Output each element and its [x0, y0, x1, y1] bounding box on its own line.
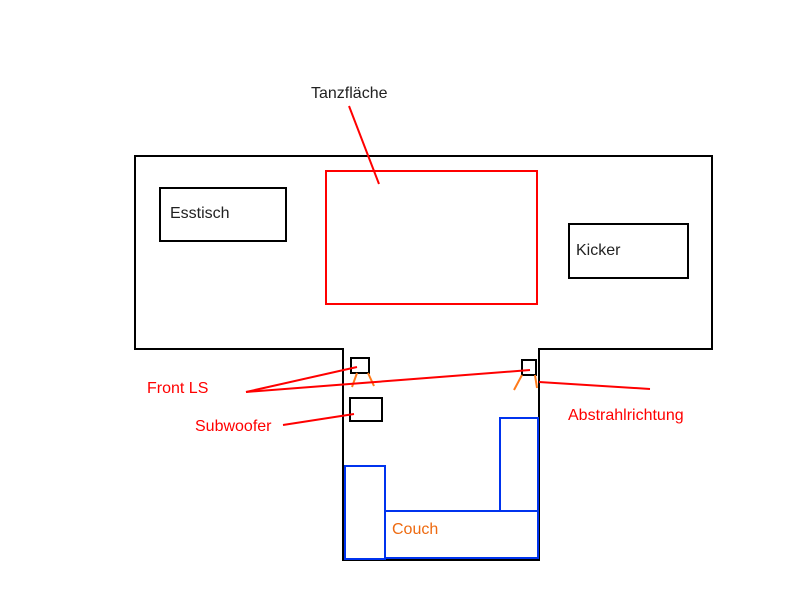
couch-left-segment	[344, 465, 386, 560]
dance-floor-label: Tanzfläche	[311, 85, 388, 102]
dance-floor	[325, 170, 538, 305]
subwoofer-pointer	[282, 413, 355, 426]
dining-table	[159, 187, 287, 242]
room-outline	[134, 155, 713, 561]
foosball-table	[568, 223, 689, 279]
front-speakers-pointer	[245, 366, 358, 393]
radiation-direction-label: Abstrahlrichtung	[568, 407, 684, 424]
dining-table-label: Esstisch	[170, 205, 230, 222]
direction-mark	[534, 374, 538, 389]
couch-right-segment	[499, 417, 539, 512]
direction-mark	[351, 372, 358, 388]
foosball-label: Kicker	[576, 242, 621, 259]
couch-label: Couch	[392, 521, 438, 538]
couch-bottom-segment	[384, 510, 539, 559]
radiation-direction-pointer	[538, 381, 651, 390]
dance-floor-pointer	[348, 105, 380, 185]
subwoofer	[349, 397, 383, 422]
direction-mark	[513, 374, 523, 391]
direction-mark	[367, 372, 375, 387]
front-speaker-left	[350, 357, 370, 374]
front-speakers-label: Front LS	[147, 380, 208, 397]
subwoofer-label: Subwoofer	[195, 418, 272, 435]
front-speaker-right	[521, 359, 537, 376]
front-speakers-pointer	[245, 369, 531, 393]
